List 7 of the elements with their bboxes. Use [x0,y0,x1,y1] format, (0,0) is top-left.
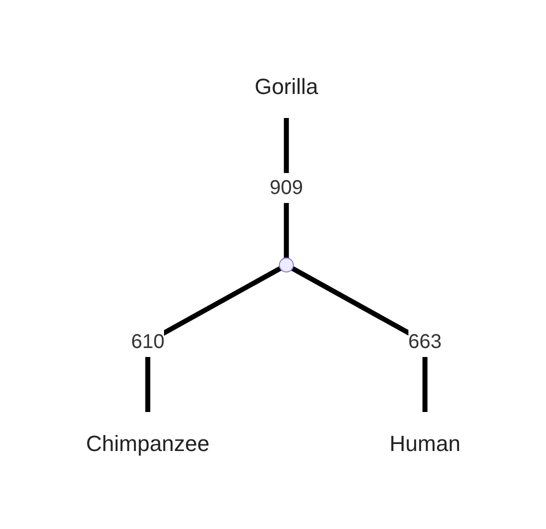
node-point [278,257,294,272]
node-text: Human [389,430,460,456]
node-text: Chimpanzee [86,430,210,456]
edge-label: 909 [269,176,303,198]
edge-label: 610 [130,330,164,352]
edge-label: 663 [408,330,442,352]
node-text: Gorilla [254,74,318,98]
